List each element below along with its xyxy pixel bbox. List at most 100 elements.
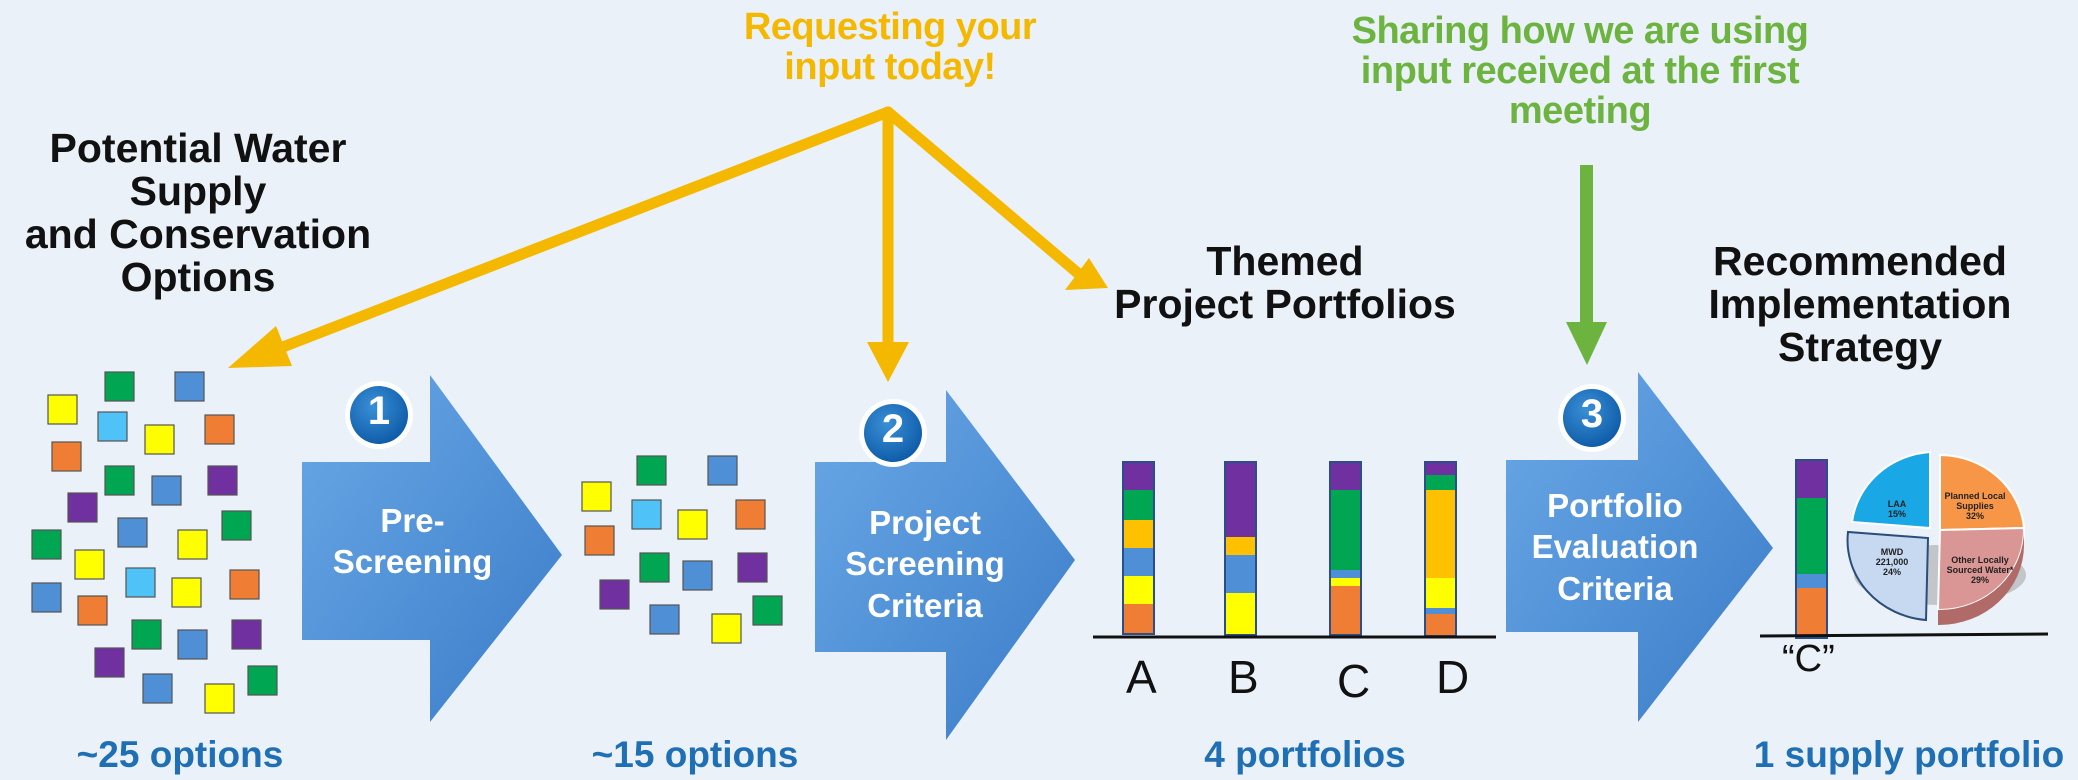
step-3-line-3: Criteria xyxy=(1557,569,1673,607)
option-square xyxy=(67,492,98,523)
step-3-line-2: Evaluation xyxy=(1531,528,1699,566)
bar-segment xyxy=(1123,548,1154,576)
process-arrow-2 xyxy=(815,390,1075,740)
sharing-line-2: input received at the first xyxy=(1360,49,1800,92)
bar-segment xyxy=(1225,462,1256,537)
pie-label-other-local-1: Other Locally xyxy=(1951,555,2009,565)
option-square xyxy=(229,569,260,600)
pie-slice-mwd xyxy=(1846,530,1930,622)
option-square xyxy=(177,529,208,560)
bar-segment xyxy=(1796,588,1827,638)
bar-segment xyxy=(1123,604,1154,634)
bar-segment xyxy=(1425,578,1456,608)
option-square xyxy=(174,371,205,402)
pie-label-planned-local: Planned Local Supplies 32% xyxy=(1940,491,2010,522)
option-square xyxy=(131,619,162,650)
option-square xyxy=(94,647,125,678)
strategy-title: Recommended Implementation Strategy xyxy=(1690,239,2030,371)
option-square xyxy=(104,465,135,496)
strategy-title-line-2: Implementation xyxy=(1708,281,2012,328)
pie-label-mwd-1: MWD xyxy=(1880,547,1904,557)
pie-label-other-local-2: Sourced Water* xyxy=(1946,564,2014,575)
recommended-baseline xyxy=(1759,632,2049,638)
portfolio-letter-a: A xyxy=(1126,651,1157,703)
option-square xyxy=(247,665,278,696)
option-square xyxy=(142,673,173,704)
bar-segment xyxy=(1330,586,1361,635)
step-2-line-3: Criteria xyxy=(867,586,983,624)
sharing-line-3: meeting xyxy=(1508,89,1652,132)
bar-segment xyxy=(1425,608,1456,614)
option-square xyxy=(649,604,680,635)
step-2-line-2: Screening xyxy=(845,545,1005,583)
count-4-portfolios: 4 portfolios xyxy=(1204,734,1406,775)
requesting-input-note: Requesting your input today! xyxy=(700,6,1080,88)
step-number-3: 3 xyxy=(1580,392,1604,436)
bar-segment xyxy=(1796,582,1827,588)
bar-outline xyxy=(1795,459,1828,639)
portfolios-title: Themed Project Portfolios xyxy=(1080,238,1490,328)
bar-segment xyxy=(1225,555,1256,593)
process-arrow-1 xyxy=(302,375,562,722)
pie-label-laa: LAA 15% xyxy=(1872,499,1922,520)
options-title: Potential Water Supply and Conservation … xyxy=(0,125,396,301)
count-25-options: ~25 options xyxy=(76,734,284,775)
bar-outline xyxy=(1329,461,1362,636)
options-25-squares xyxy=(31,371,278,714)
count-15-options: ~15 options xyxy=(591,734,799,775)
sharing-input-note: Sharing how we are using input received … xyxy=(1330,10,1830,132)
option-square xyxy=(204,683,235,714)
options-title-line-3: and Conservation xyxy=(24,211,372,258)
option-square xyxy=(77,595,108,626)
option-square xyxy=(599,579,630,610)
bar-segment xyxy=(1796,498,1827,574)
bar-segment xyxy=(1123,520,1154,548)
bar-segment xyxy=(1225,593,1256,635)
option-square xyxy=(207,465,238,496)
bar-segment xyxy=(1796,460,1827,498)
option-square xyxy=(47,394,78,425)
bar-segment xyxy=(1330,570,1361,578)
step-badge-2 xyxy=(859,399,927,467)
option-square xyxy=(707,455,738,486)
bar-outline xyxy=(1224,461,1257,636)
bar-segment xyxy=(1123,576,1154,604)
pie-label-laa-2: 15% xyxy=(1887,508,1906,519)
step-1-line-2: Screening xyxy=(332,543,493,581)
option-square xyxy=(752,595,783,626)
bar-segment xyxy=(1123,462,1154,490)
options-title-line-4: Options xyxy=(120,254,276,301)
step-label-pre-screening: Pre- Screening xyxy=(315,500,510,583)
option-square xyxy=(221,510,252,541)
option-square xyxy=(737,552,768,583)
requesting-line-2: input today! xyxy=(784,45,996,88)
portfolios-title-line-1: Themed xyxy=(1206,238,1364,284)
strategy-title-line-3: Strategy xyxy=(1777,324,1943,371)
sharing-input-arrow xyxy=(1566,165,1607,365)
option-square xyxy=(631,499,662,530)
bar-segment xyxy=(1425,475,1456,490)
process-arrow-3 xyxy=(1506,372,1773,722)
option-square xyxy=(204,414,235,445)
portfolio-letter-d: D xyxy=(1436,651,1470,703)
option-square xyxy=(636,455,667,486)
options-title-line-1: Potential Water xyxy=(49,125,347,171)
portfolio-bars xyxy=(1122,461,1457,637)
option-square xyxy=(711,613,742,644)
sharing-line-1: Sharing how we are using xyxy=(1351,10,1809,52)
portfolios-title-line-2: Project Portfolios xyxy=(1114,281,1456,328)
step-number-2: 2 xyxy=(881,407,905,451)
option-square xyxy=(581,481,612,512)
step-number-1: 1 xyxy=(367,389,391,433)
option-square xyxy=(584,525,615,556)
option-square xyxy=(639,552,670,583)
option-square xyxy=(97,411,128,442)
pie-label-laa-1: LAA xyxy=(1887,499,1907,509)
requesting-line-1: Requesting your xyxy=(743,6,1037,48)
count-1-supply-portfolio: 1 supply portfolio xyxy=(1753,734,2065,775)
option-square xyxy=(735,499,766,530)
option-square xyxy=(31,582,62,613)
recommended-bar xyxy=(1795,459,1828,639)
